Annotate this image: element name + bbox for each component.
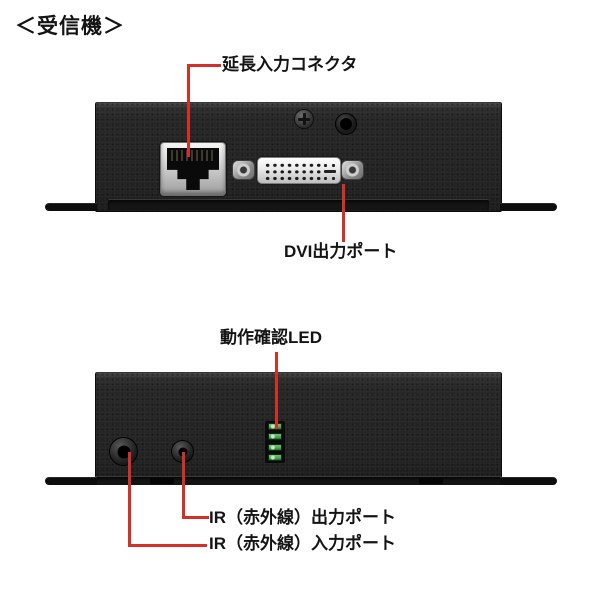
callout-line-ir-input bbox=[128, 452, 131, 547]
panel-bottom-strip bbox=[95, 476, 502, 485]
mount-bracket-left bbox=[45, 203, 97, 211]
led-indicator bbox=[268, 453, 282, 461]
dvi-pin bbox=[324, 164, 327, 167]
ir-input-jack bbox=[110, 438, 137, 465]
mount-bracket-right bbox=[500, 477, 557, 485]
page-title: ＜受信機＞ bbox=[15, 15, 125, 38]
jack-hole bbox=[178, 447, 187, 456]
callout-line-ir-output bbox=[182, 516, 209, 519]
callout-line-extension-input bbox=[187, 64, 221, 67]
dvi-pin bbox=[332, 177, 335, 180]
receiver-top-panel bbox=[95, 102, 502, 212]
mount-bracket-left bbox=[45, 477, 97, 485]
callout-line-ir-input bbox=[128, 544, 207, 547]
dvi-screw-post-right bbox=[341, 160, 364, 180]
receiver-bottom-panel bbox=[95, 372, 502, 485]
callout-label-status-led: 動作確認LED bbox=[220, 328, 322, 347]
dvi-ground-blade bbox=[324, 170, 336, 173]
callout-line-ir-output bbox=[182, 452, 185, 519]
screw-slot bbox=[298, 118, 310, 121]
bracket-notch bbox=[419, 478, 443, 484]
callout-label-ir-input: IR（赤外線）入力ポート bbox=[209, 534, 396, 553]
callout-line-extension-input bbox=[187, 64, 190, 157]
panel-bottom-strip bbox=[108, 199, 489, 210]
led-indicator bbox=[268, 443, 282, 451]
rj45-port bbox=[160, 142, 226, 196]
callout-label-ir-output: IR（赤外線）出力ポート bbox=[209, 508, 396, 527]
rj45-contacts bbox=[171, 150, 215, 161]
audio-jack-hole bbox=[335, 113, 357, 135]
rj45-opening bbox=[167, 148, 219, 190]
bracket-notch bbox=[150, 478, 174, 484]
dvi-pin bbox=[332, 164, 335, 167]
callout-line-dvi-output bbox=[342, 184, 345, 242]
dvi-pin bbox=[324, 177, 327, 180]
jack-hole bbox=[340, 118, 352, 130]
jack-hole bbox=[117, 445, 130, 458]
panel-screw bbox=[294, 109, 314, 129]
dvi-pin-grid bbox=[263, 161, 321, 181]
callout-label-extension-input: 延長入力コネクタ bbox=[222, 55, 358, 74]
ir-output-jack bbox=[172, 441, 193, 462]
dvi-port bbox=[257, 157, 341, 184]
status-led-block bbox=[265, 421, 285, 463]
callout-line-status-led bbox=[275, 352, 278, 429]
dvi-screw-post-left bbox=[232, 160, 255, 180]
led-indicator bbox=[268, 433, 282, 441]
mount-bracket-right bbox=[500, 203, 557, 211]
callout-label-dvi-output: DVI出力ポート bbox=[284, 242, 398, 261]
